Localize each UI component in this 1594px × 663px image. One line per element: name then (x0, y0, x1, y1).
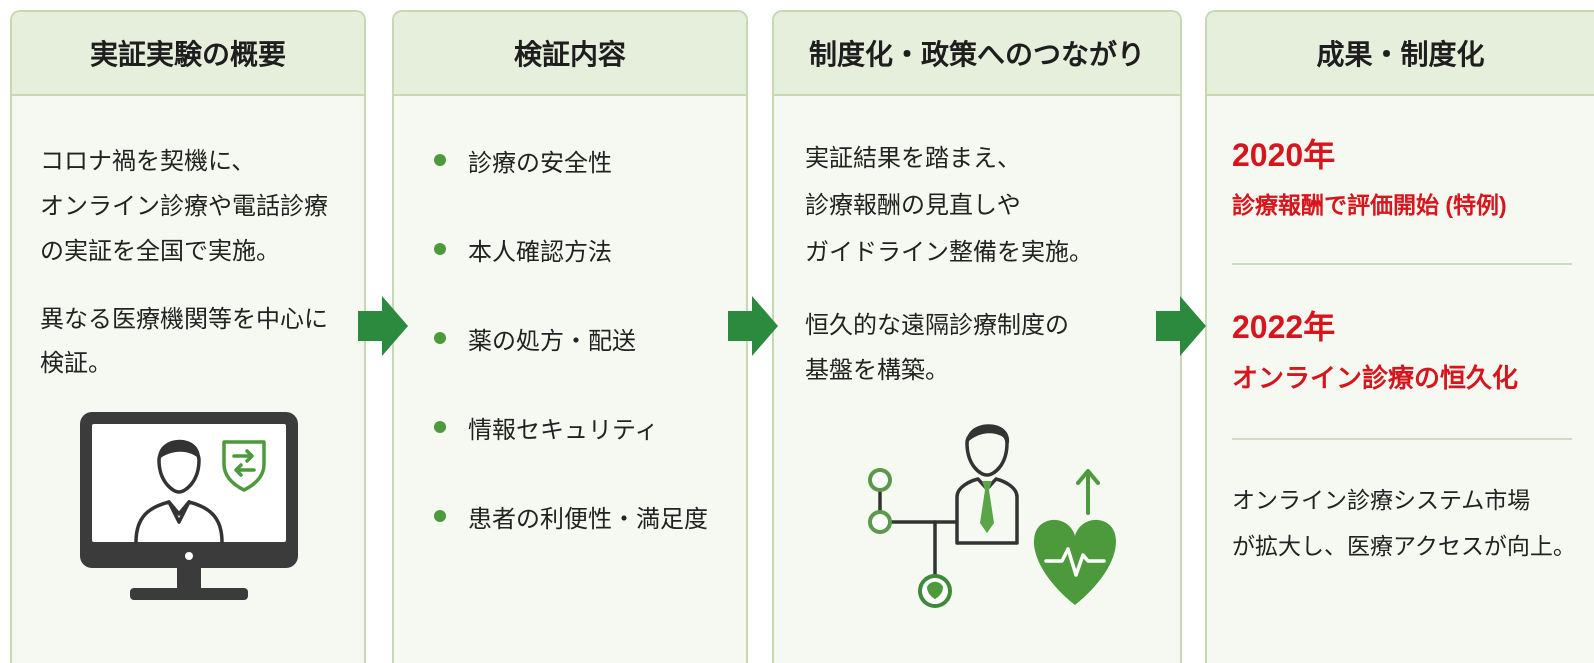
panel-title: 制度化・政策へのつながり (774, 12, 1180, 96)
panel-title: 成果・制度化 (1207, 12, 1594, 96)
text-line: 異なる医療機関等を中心に (40, 306, 328, 333)
list-item-label: 患者の利便性・満足度 (468, 505, 708, 533)
list-item-label: 本人確認方法 (468, 238, 612, 266)
milestone-year: 2020年 (1232, 137, 1336, 173)
right-arrow-icon (1156, 296, 1206, 356)
list-item: 情報セキュリティ (434, 407, 659, 447)
green-dot-icon (434, 154, 446, 166)
doctor-network-heart-icon (868, 415, 1138, 620)
right-arrow-icon (358, 296, 408, 356)
text-line: 診療報酬の見直しや (805, 192, 1021, 219)
text-line: オンライン診療システム市場 (1232, 487, 1531, 513)
paragraph: コロナ禍を契機に、 オンライン診療や電話診療 の実証を全国で実施。 (40, 139, 328, 274)
divider (1232, 438, 1572, 440)
monitor-telemedicine-icon (78, 410, 300, 615)
text-line: オンライン診療や電話診療 (40, 193, 328, 220)
panel-policy: 制度化・政策へのつながり 実証結果を踏まえ、 診療報酬の見直しや ガイドライン整… (772, 10, 1182, 663)
text-line: コロナ禍を契機に、 (40, 148, 256, 175)
panel-verification: 検証内容 診療の安全性 本人確認方法 薬の処方・配送 情報セキュリティ 患者の利… (392, 10, 748, 663)
panel-title: 検証内容 (394, 12, 746, 96)
list-item-label: 診療の安全性 (468, 149, 612, 177)
text-line: 実証結果を踏まえ、 (805, 145, 1021, 172)
divider (1232, 263, 1572, 265)
panel-title: 実証実験の概要 (12, 12, 364, 96)
panel-overview: 実証実験の概要 コロナ禍を契機に、 オンライン診療や電話診療 の実証を全国で実施… (10, 10, 366, 663)
paragraph: 異なる医療機関等を中心に 検証。 (40, 298, 328, 386)
list-item: 診療の安全性 (434, 140, 612, 180)
green-dot-icon (434, 421, 446, 433)
green-dot-icon (434, 510, 446, 522)
milestone-year: 2022年 (1232, 309, 1336, 345)
text-line: 基盤を構築。 (805, 357, 949, 384)
outcome-paragraph: オンライン診療システム市場 が拡大し、医療アクセスが向上。 (1232, 477, 1576, 569)
list-item: 薬の処方・配送 (434, 318, 636, 358)
list-item-label: 薬の処方・配送 (468, 327, 636, 355)
text-line: の実証を全国で実施。 (40, 238, 280, 265)
milestone-text: オンライン診療の恒久化 (1232, 363, 1519, 393)
milestone-text: 診療報酬で評価開始 (特例) (1232, 192, 1507, 218)
list-item-label: 情報セキュリティ (468, 416, 659, 444)
text-line: 検証。 (40, 350, 112, 377)
panel-results: 成果・制度化 2020年 診療報酬で評価開始 (特例) 2022年 オンライン診… (1205, 10, 1594, 663)
text-line: 恒久的な遠隔診療制度の (805, 312, 1069, 339)
green-dot-icon (434, 243, 446, 255)
text-line: が拡大し、医療アクセスが向上。 (1232, 533, 1576, 559)
right-arrow-icon (728, 296, 778, 356)
paragraph: 恒久的な遠隔診療制度の 基盤を構築。 (805, 303, 1069, 393)
paragraph: 実証結果を踏まえ、 診療報酬の見直しや ガイドライン整備を実施。 (805, 135, 1093, 276)
list-item: 患者の利便性・満足度 (434, 496, 708, 536)
text-line: ガイドライン整備を実施。 (805, 239, 1093, 266)
list-item: 本人確認方法 (434, 229, 612, 269)
green-dot-icon (434, 332, 446, 344)
